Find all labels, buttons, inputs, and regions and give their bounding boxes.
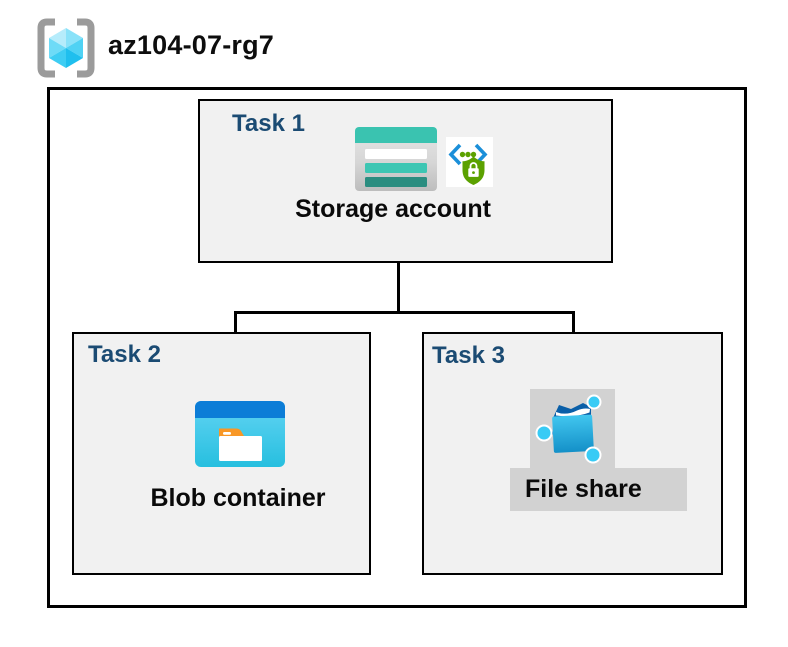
sas-shield-icon	[446, 137, 493, 187]
file-share-label: File share	[510, 468, 687, 511]
storage-account-label: Storage account	[295, 195, 491, 223]
resource-group-name: az104-07-rg7	[108, 30, 274, 60]
connector-branch	[234, 311, 575, 314]
blob-container-label: Blob container	[150, 484, 326, 512]
blob-container-icon	[195, 401, 285, 467]
task1-label: Task 1	[232, 110, 305, 137]
file-share-icon	[535, 394, 602, 464]
resource-group-icon	[37, 18, 95, 78]
connector-storage-stem	[397, 237, 400, 313]
task3-label: Task 3	[432, 342, 505, 369]
storage-account-icon	[355, 127, 437, 191]
task2-label: Task 2	[88, 341, 161, 368]
